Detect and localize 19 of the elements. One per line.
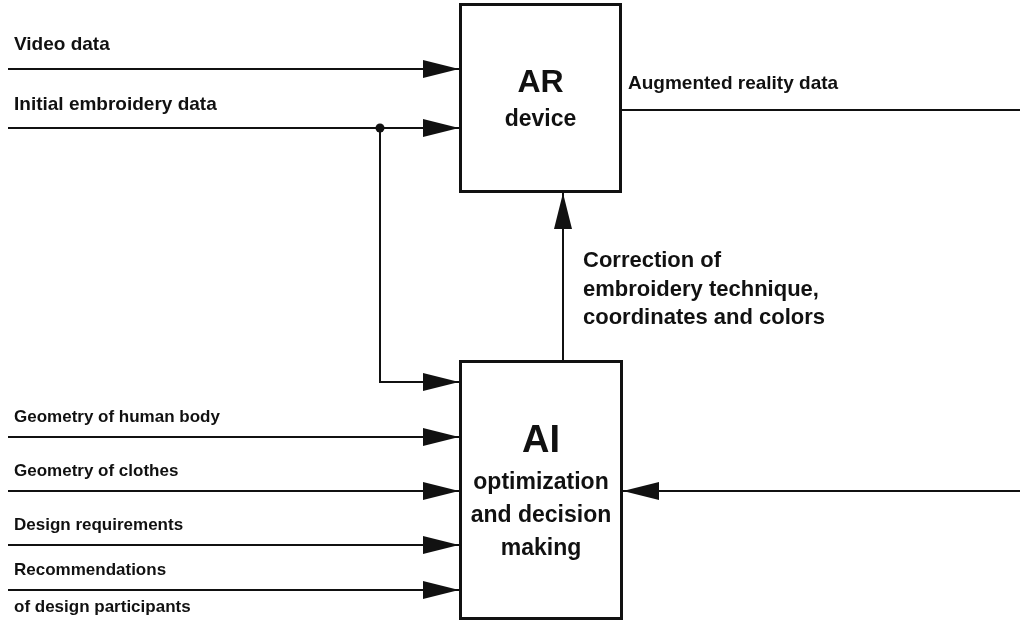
edge-label: Initial embroidery data <box>14 94 217 115</box>
arrow <box>554 192 572 361</box>
box-title: AR <box>517 61 564 101</box>
process-box <box>459 360 623 620</box>
process-box <box>459 3 622 193</box>
box-text: optimization and decision making <box>469 466 613 563</box>
arrow <box>622 482 1021 500</box>
edge-label: Design requirements <box>14 516 184 535</box>
arrow <box>7 428 460 446</box>
box-title: AI <box>522 417 560 463</box>
edge-label: Geometry of clothes <box>14 462 179 481</box>
arrow <box>7 482 460 500</box>
box-text: device <box>503 104 578 134</box>
edge-label: Geometry of human body <box>14 408 220 427</box>
arrow <box>7 581 460 599</box>
edge-label: Augmented reality data <box>628 73 839 94</box>
arrow <box>7 60 460 78</box>
label-text: of design participants <box>14 598 191 617</box>
arrow <box>7 536 460 554</box>
